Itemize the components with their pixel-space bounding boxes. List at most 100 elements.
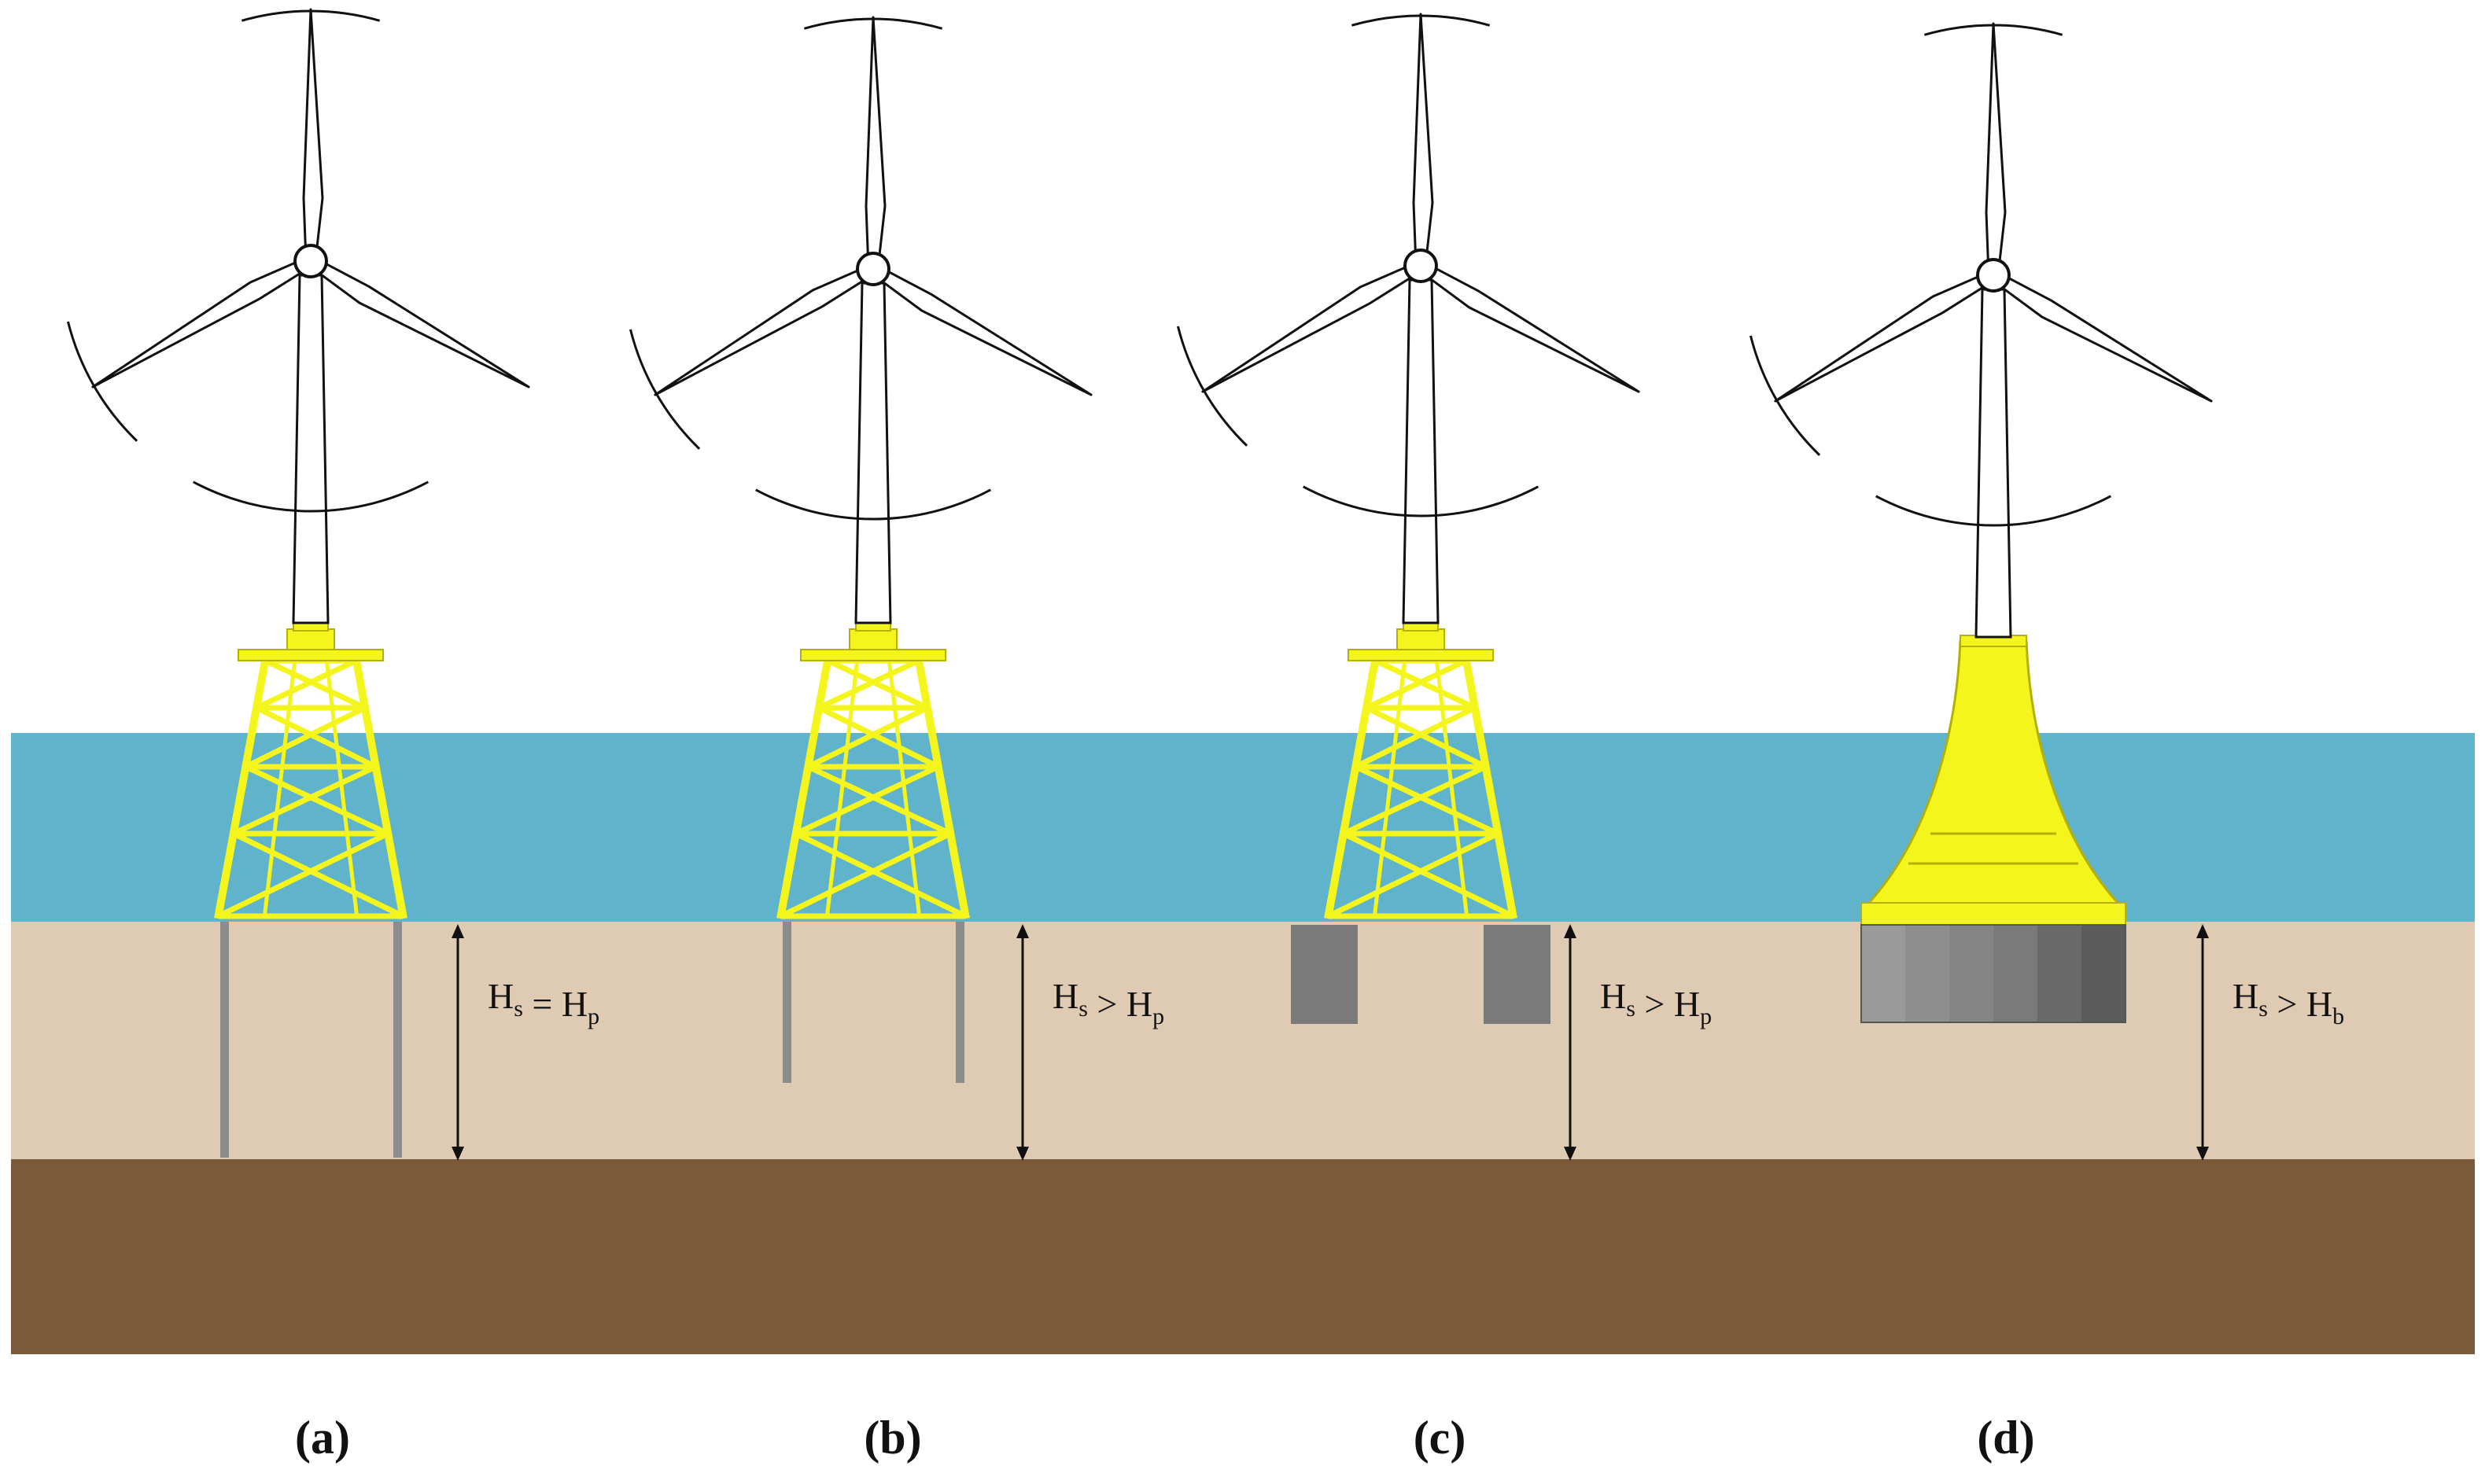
jacket-x-brace <box>1342 830 1514 919</box>
dimension-label-part: H <box>2306 984 2332 1024</box>
rotation-arc <box>803 17 943 30</box>
panel-label-b: (b) <box>864 1412 921 1464</box>
foundation-pile <box>393 922 402 1158</box>
dimension-label-part: H <box>2232 976 2258 1016</box>
rotation-arc <box>629 329 701 450</box>
jacket-x-brace <box>232 830 404 919</box>
dimension-label-part: s <box>1078 996 1088 1022</box>
arrowhead-top <box>1564 924 1576 938</box>
rotation-arc <box>1875 495 2111 527</box>
dimension-label-part: > <box>1088 984 1126 1024</box>
dimension-label-part: H <box>1600 976 1626 1016</box>
jacket-structure <box>1324 620 1517 919</box>
jacket-x-brace <box>255 705 378 770</box>
jacket-x-brace <box>795 830 967 919</box>
jacket-x-brace <box>1327 830 1499 919</box>
dimension-label-part: s <box>1626 996 1635 1022</box>
jacket-deck <box>238 649 384 661</box>
gravity-base-plate <box>1860 902 2126 926</box>
arrowhead-bottom <box>2196 1147 2209 1161</box>
rotation-arc <box>1923 24 2063 36</box>
dimension-label-part: p <box>1700 1003 1712 1029</box>
bucket-segment <box>2037 925 2082 1022</box>
jacket-deck <box>800 649 946 661</box>
bucket-segment <box>1993 925 2038 1022</box>
foundations <box>214 620 2126 1158</box>
dimension-label: Hs > Hp <box>1053 976 1164 1029</box>
bucket-segment <box>1949 925 1994 1022</box>
turbines <box>66 8 2213 639</box>
dimension-label-part: H <box>1674 984 1700 1024</box>
wind-turbine <box>629 16 1093 624</box>
dimension-label-part: b <box>2332 1003 2344 1029</box>
bucket-foundation <box>1860 924 2126 1023</box>
arrowhead-top <box>2196 924 2209 938</box>
arrowhead-bottom <box>1564 1147 1576 1161</box>
dimension-arrow <box>1564 924 1576 1161</box>
jacket-leg-inner <box>1372 660 1407 919</box>
dimension-arrow <box>2196 924 2209 1161</box>
suction-bucket <box>1291 925 1358 1024</box>
jacket-x-brace <box>806 764 952 837</box>
jacket-leg-left <box>1324 660 1379 919</box>
rotation-arc <box>66 321 138 442</box>
dimension-label-part: p <box>1152 1003 1164 1029</box>
jacket-leg-inner <box>262 660 297 919</box>
foundation-pile <box>220 922 229 1158</box>
jacket-structure <box>214 620 407 919</box>
turbine-tower <box>1974 288 2012 639</box>
jacket-x-brace <box>244 705 367 770</box>
jacket-x-brace <box>232 764 378 837</box>
rotation-arc <box>1176 326 1248 447</box>
dimension-label-part: s <box>2258 996 2268 1022</box>
panel-label-c: (c) <box>1414 1412 1466 1464</box>
bucket-segment <box>1861 925 1906 1022</box>
jacket-leg-left <box>214 660 269 919</box>
turbine-tower <box>292 274 330 624</box>
wind-turbine <box>1176 13 1640 624</box>
turbine-hub <box>856 252 890 286</box>
panel-labels: (a)(b)(c)(d) <box>295 1412 2035 1464</box>
dimension-label-part: H <box>562 984 588 1024</box>
dimension-label-part: s <box>514 996 523 1022</box>
dimension-label-part: > <box>2268 984 2306 1024</box>
jacket-x-brace <box>244 764 389 837</box>
foundation-pile <box>956 922 964 1083</box>
bucket-segment <box>2081 925 2126 1022</box>
jacket-leg-inner <box>824 660 860 919</box>
jacket-x-brace <box>1373 657 1477 711</box>
dimension-label-part: H <box>488 976 514 1016</box>
dimension-label: Hs > Hp <box>1600 976 1712 1029</box>
jacket-x-brace <box>817 705 940 770</box>
transition-piece <box>286 628 335 650</box>
turbine-hub <box>1403 249 1438 283</box>
jacket-x-brace <box>795 764 940 837</box>
wind-turbine <box>1749 22 2213 639</box>
dimension-label-part: p <box>588 1003 599 1029</box>
jacket-x-brace <box>1354 705 1477 770</box>
jacket-leg-inner <box>1434 660 1469 919</box>
transition-piece <box>1396 628 1445 650</box>
jacket-leg-inner <box>324 660 359 919</box>
rotation-arc <box>241 9 381 22</box>
jacket-leg-left <box>776 660 831 919</box>
jacket-x-brace <box>217 830 389 919</box>
arrowhead-top <box>452 924 464 938</box>
dimension-label: Hs > Hb <box>2232 976 2344 1029</box>
jacket-x-brace <box>1365 657 1468 711</box>
dimension-label: Hs = Hp <box>488 976 599 1029</box>
gravity-base-structure <box>1860 635 2126 1023</box>
turbine-hub <box>293 244 328 278</box>
jacket-x-brace <box>1365 705 1488 770</box>
dimension-label-part: > <box>1635 984 1674 1024</box>
panel-label-d: (d) <box>1977 1412 2034 1464</box>
bucket-segment <box>1905 925 1950 1022</box>
dimension-arrow <box>1016 924 1029 1161</box>
dimension-label-part: = <box>523 984 562 1024</box>
jacket-leg-inner <box>887 660 922 919</box>
dimension-label-part: H <box>1126 984 1152 1024</box>
jacket-x-brace <box>1342 764 1488 837</box>
rotation-arc <box>1351 14 1491 27</box>
